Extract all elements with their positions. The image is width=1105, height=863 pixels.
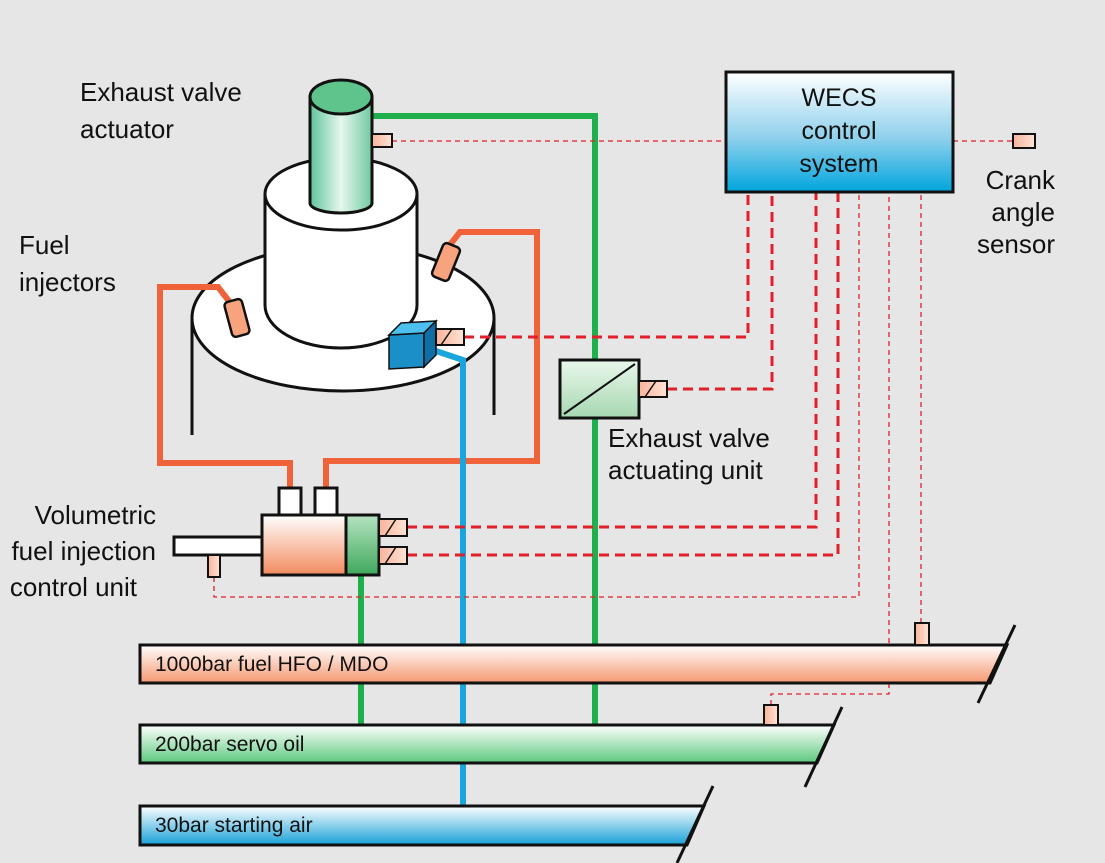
svg-text:Volumetric: Volumetric — [35, 500, 156, 530]
svg-text:Crank: Crank — [986, 165, 1056, 195]
svg-text:actuating unit: actuating unit — [608, 455, 763, 485]
label-exhaust-valve-actuating-unit: Exhaust valve actuating unit — [608, 423, 770, 485]
wecs-label-line-3: system — [799, 150, 878, 178]
fuel-pressure-sensor — [914, 622, 930, 646]
crank-angle-sensor — [1012, 133, 1036, 149]
exhaust-valve-actuator — [308, 78, 393, 215]
rail-starting-air: 30bar starting air — [138, 785, 715, 863]
injection-control-solenoid-2 — [378, 546, 408, 565]
svg-text:sensor: sensor — [977, 229, 1055, 259]
fuel-high-pressure-lines — [157, 229, 540, 488]
svg-text:Fuel: Fuel — [19, 230, 70, 260]
label-fuel-injection-control-unit: Volumetric fuel injection control unit — [10, 500, 156, 602]
rail-fuel-label: 1000bar fuel HFO / MDO — [155, 653, 388, 676]
rail-servo-label: 200bar servo oil — [155, 733, 304, 756]
label-crank-angle-sensor: Crank angle sensor — [977, 165, 1056, 259]
wecs-label-line-1: WECS — [802, 84, 877, 112]
svg-text:control unit: control unit — [10, 572, 138, 602]
svg-text:fuel injection: fuel injection — [11, 536, 156, 566]
fuel-injector-left — [223, 297, 251, 339]
fuel-injection-control-unit — [172, 486, 408, 578]
actuator-position-sensor — [371, 133, 393, 148]
injection-control-solenoid-1 — [378, 518, 408, 537]
fuel-injector-right — [430, 241, 462, 283]
svg-text:actuator: actuator — [80, 114, 174, 144]
starting-air-valve — [387, 319, 465, 370]
exhaust-valve-actuating-unit — [558, 358, 668, 420]
svg-text:angle: angle — [991, 197, 1055, 227]
actuating-unit-solenoid — [638, 380, 668, 398]
sensor-signal-lines — [213, 140, 1013, 705]
wecs-label-line-2: control — [801, 117, 876, 145]
injection-quantity-sensor — [207, 554, 221, 578]
svg-text:Exhaust valve: Exhaust valve — [608, 423, 770, 453]
svg-text:Exhaust valve: Exhaust valve — [80, 77, 242, 107]
label-exhaust-valve-actuator: Exhaust valve actuator — [80, 77, 242, 144]
svg-text:injectors: injectors — [19, 267, 116, 297]
control-signal-lines — [407, 193, 840, 557]
rail-fuel: 1000bar fuel HFO / MDO — [138, 622, 1017, 704]
rail-air-label: 30bar starting air — [155, 814, 313, 837]
rail-servo-oil: 200bar servo oil — [138, 704, 844, 788]
servo-pressure-sensor — [763, 704, 779, 726]
label-fuel-injectors: Fuel injectors — [19, 230, 116, 297]
wecs-control-box: WECS control system — [724, 70, 955, 194]
